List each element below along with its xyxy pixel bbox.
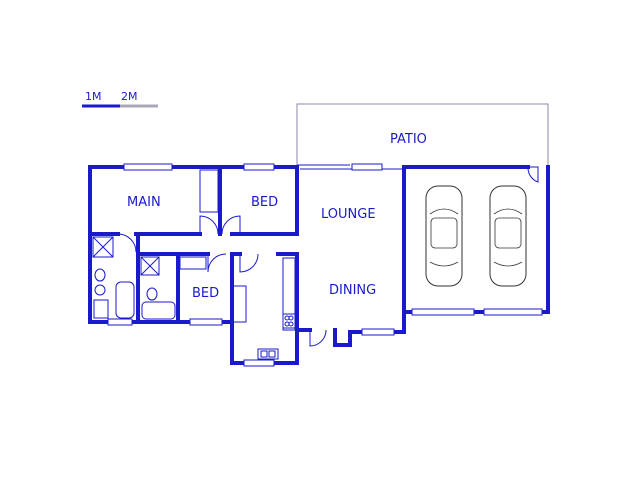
door-main bbox=[199, 215, 219, 235]
window-bath bbox=[107, 318, 133, 326]
stove bbox=[282, 313, 296, 329]
vanity-1 bbox=[93, 299, 109, 319]
door-front bbox=[309, 329, 327, 347]
car-2 bbox=[489, 185, 527, 287]
toilet-1 bbox=[94, 268, 106, 282]
toilet-2 bbox=[146, 287, 158, 301]
bathroom-fixtures bbox=[92, 236, 176, 320]
garage-cars bbox=[425, 185, 527, 287]
bathtub bbox=[115, 281, 135, 319]
window-bed-1 bbox=[243, 163, 275, 171]
doors bbox=[117, 166, 539, 347]
kitchen-counter bbox=[282, 257, 296, 331]
cupboard-bed-2 bbox=[231, 285, 247, 323]
window-lounge bbox=[351, 163, 383, 171]
room-label-bed-2: BED bbox=[192, 286, 219, 301]
room-labels: PATIO MAIN BED LOUNGE DINING BED bbox=[127, 132, 427, 301]
room-label-main: MAIN bbox=[127, 195, 161, 210]
window-garage-2 bbox=[483, 308, 543, 316]
room-label-patio: PATIO bbox=[390, 132, 427, 147]
door-bed-2 bbox=[207, 253, 227, 273]
windows bbox=[107, 163, 543, 367]
bath-2 bbox=[141, 301, 176, 320]
window-kitchen bbox=[243, 359, 275, 367]
cupboard-hall bbox=[179, 256, 207, 270]
cupboard-main bbox=[199, 169, 219, 213]
window-dining bbox=[361, 328, 395, 336]
door-bath bbox=[117, 233, 137, 253]
room-label-lounge: LOUNGE bbox=[321, 207, 376, 222]
exterior-walls bbox=[88, 164, 550, 365]
room-label-dining: DINING bbox=[329, 283, 376, 298]
basin-1 bbox=[94, 284, 106, 296]
kitchen-fixtures bbox=[257, 257, 296, 360]
car-1 bbox=[425, 185, 463, 287]
kitchen-sink bbox=[257, 348, 279, 360]
room-label-bed-1: BED bbox=[251, 195, 278, 210]
scale-label-1m: 1M bbox=[85, 90, 102, 103]
door-kitchen bbox=[239, 253, 259, 273]
window-main bbox=[123, 163, 173, 171]
scale-bar: 1M 2M bbox=[82, 90, 158, 108]
scale-label-2m: 2M bbox=[121, 90, 138, 103]
window-bed-2 bbox=[189, 318, 223, 326]
door-garage-side bbox=[527, 166, 539, 183]
door-bed-1 bbox=[221, 215, 241, 235]
cupboards bbox=[179, 169, 247, 323]
window-garage-1 bbox=[411, 308, 475, 316]
patio-outline bbox=[296, 103, 549, 165]
